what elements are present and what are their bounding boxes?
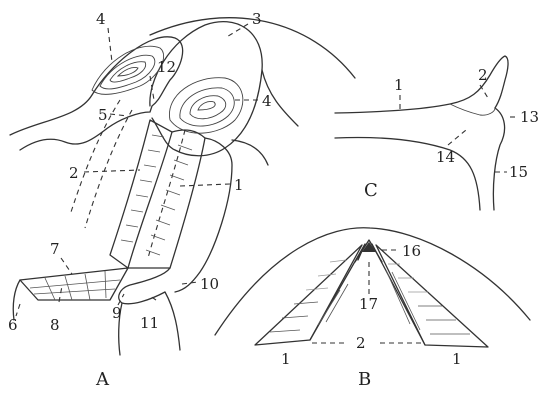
label-11: 11 — [140, 314, 159, 332]
label-8: 8 — [50, 316, 60, 334]
plate-grid — [30, 271, 120, 300]
label-2-b: 2 — [356, 334, 366, 352]
label-15: 15 — [509, 163, 528, 181]
label-4-left: 4 — [96, 10, 106, 28]
panel-label-b: B — [358, 369, 371, 390]
label-14: 14 — [436, 148, 455, 166]
label-9: 9 — [112, 304, 122, 322]
label-3: 3 — [252, 10, 262, 28]
contour-right-3 — [190, 96, 226, 119]
right-shoulder-contour — [232, 140, 268, 165]
contour-right-1 — [169, 78, 242, 133]
contour-right-2 — [180, 88, 234, 126]
ligament-hatching — [146, 145, 192, 255]
label-13: 13 — [520, 108, 539, 126]
label-4-right: 4 — [262, 92, 272, 110]
label-1-b-left: 1 — [281, 350, 291, 368]
label-1-c: 1 — [394, 76, 404, 94]
arm-bone-outline — [175, 138, 232, 292]
b-right-wedge — [376, 245, 488, 347]
panel-label-a: A — [95, 369, 110, 390]
label-6: 6 — [8, 316, 18, 334]
panel-label-c: C — [364, 180, 378, 201]
muscle-band-outline — [110, 120, 172, 268]
label-1-b-right: 1 — [452, 350, 462, 368]
lower-shaft-right — [165, 292, 180, 350]
c-right-shaft — [493, 108, 504, 210]
b-left-hatching — [270, 260, 348, 332]
label-12: 12 — [157, 58, 176, 76]
c-inner-curve — [450, 104, 495, 115]
label-17: 17 — [359, 295, 378, 313]
left-lobe-outline — [10, 37, 183, 150]
label-7: 7 — [50, 240, 60, 258]
label-10: 10 — [200, 275, 219, 293]
label-16: 16 — [402, 242, 421, 260]
label-2-c: 2 — [478, 66, 488, 84]
c-upper-line — [335, 56, 508, 113]
panel-c-drawing — [335, 56, 518, 210]
contour-right-4 — [198, 101, 215, 110]
label-2-a: 2 — [69, 164, 79, 182]
dashed-curve-1 — [70, 100, 120, 215]
c-lower-line — [335, 138, 480, 211]
panel-b-drawing — [215, 228, 530, 347]
arm-bone-inner — [119, 268, 170, 304]
label-1-a: 1 — [234, 176, 244, 194]
contour-left-1 — [92, 46, 164, 94]
label-5: 5 — [98, 106, 108, 124]
b-right-hatching — [386, 264, 470, 334]
